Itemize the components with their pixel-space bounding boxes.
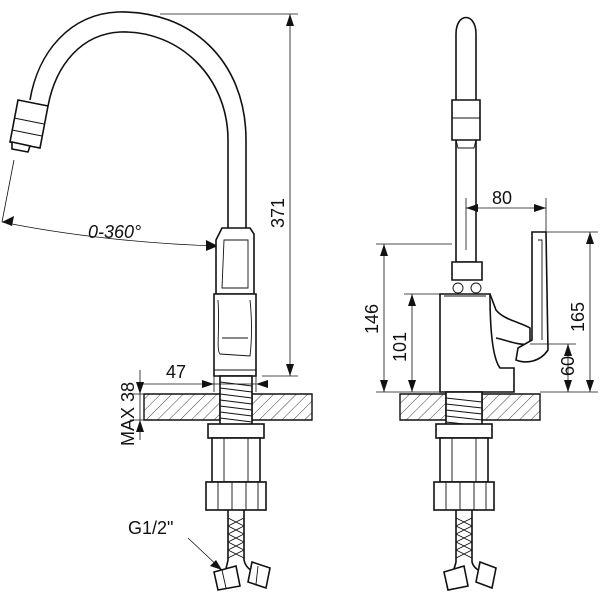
gooseneck-spout-outer [29,11,247,228]
front-view: 0-360° [1,11,313,591]
gooseneck-spout-inner [47,31,229,228]
swivel-dimension: 0-360° [1,159,219,251]
lever-handle [515,231,549,363]
mounting-nut-right [433,437,495,511]
thread-size-label: G1/2" [128,518,173,538]
countertop-left [143,393,313,421]
faucet-body [213,227,257,377]
side-view: 80 146 101 165 [362,16,598,591]
faucet-body-side [439,261,531,393]
counter-thickness-label: MAX 38 [118,382,138,446]
lever-base-height-label: 60 [558,356,578,376]
swivel-angle-label: 0-360° [88,222,141,242]
flexible-hose-right [443,510,497,591]
total-height-label: 371 [268,198,288,228]
handle-height-label: 146 [362,304,382,334]
threaded-shank-right [435,391,493,439]
spout-reach-label: 80 [492,188,512,208]
lever-base-height-dimension: 60 [530,343,578,392]
base-diameter-label: 47 [166,362,186,382]
mounting-nut-left [205,423,267,511]
aerator-tip [9,99,49,153]
flexible-hose-left [213,510,271,591]
lever-height-label: 165 [568,302,588,332]
counter-thickness-dimension: MAX 38 [118,370,150,446]
countertop-right [399,393,541,421]
thread-callout: G1/2" [128,518,223,571]
handle-height-dimension: 146 [362,243,452,393]
aerator-side [451,99,481,141]
body-height-dimension: 101 [390,293,440,392]
base-diameter-dimension: 47 [140,362,268,392]
body-height-label: 101 [390,332,410,362]
spout-reach-dimension: 80 [465,188,547,250]
total-height-dimension: 371 [160,13,298,377]
lever-height-dimension: 165 [540,231,598,393]
